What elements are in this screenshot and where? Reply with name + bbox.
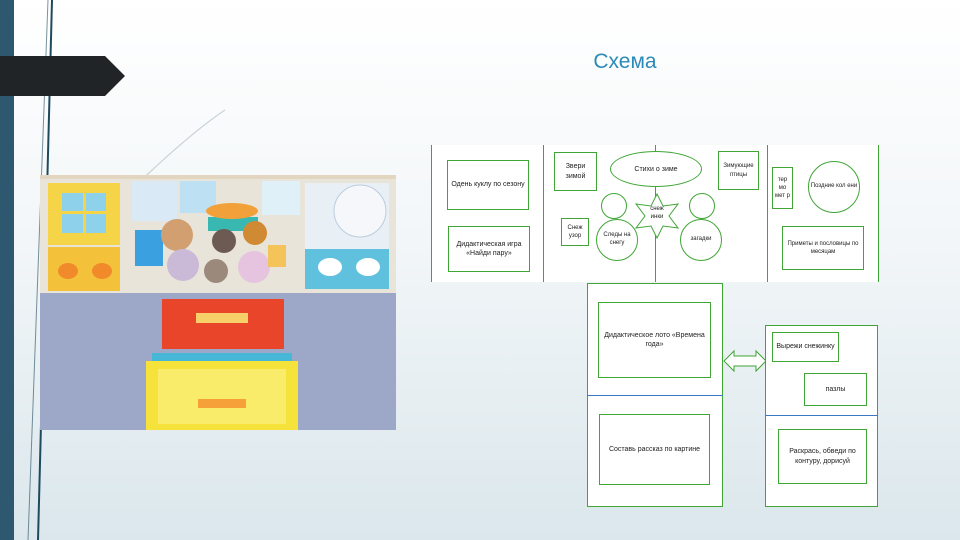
find-pair-box: Дидактическая игра «Найди пару» [448,226,530,272]
top-divider-1 [431,145,432,282]
lotto-box: Дидактическое лото «Времена года» [598,302,711,378]
puzzles-box: пазлы [804,373,867,406]
color-trace-box: Раскрась, обведи по контуру, дорисуй [778,429,867,484]
snowflake-label: снеж инки [650,206,664,220]
winter-poems-ellipse: Стихи о зиме [610,151,702,187]
title-arrow-shape [0,56,125,96]
thermometer-box: тер мо мет р [772,167,793,209]
snowflake-star [634,192,680,240]
slide-title: Схема [593,50,657,73]
head-circle-left [601,193,627,219]
riddles-circle: загадки [680,219,722,261]
double-arrow [723,349,767,373]
story-box: Составь рассказ по картине [599,414,710,485]
late-hours-circle: Поздние кол ени [808,161,860,213]
head-circle-right [689,193,715,219]
lapbook-photo [40,175,396,430]
lotto-panel-divider [587,395,723,396]
proverbs-box: Приметы и пословицы по месяцам [782,226,864,270]
cut-snowflake-box: Вырежи снежинку [772,332,839,362]
top-divider-2 [543,145,544,282]
creative-panel-divider [765,415,878,416]
wintering-birds-box: Зимующие птицы [718,151,759,190]
winter-animals-box: Звери зимой [554,152,597,191]
top-divider-3 [767,145,768,282]
snow-pattern-box: Снеж узор [561,218,589,246]
snow-tracks-circle: Следы на снегу [596,219,638,261]
left-accent-bar [0,0,14,540]
top-divider-4 [878,145,879,282]
dress-doll-box: Одень куклу по сезону [447,160,529,210]
